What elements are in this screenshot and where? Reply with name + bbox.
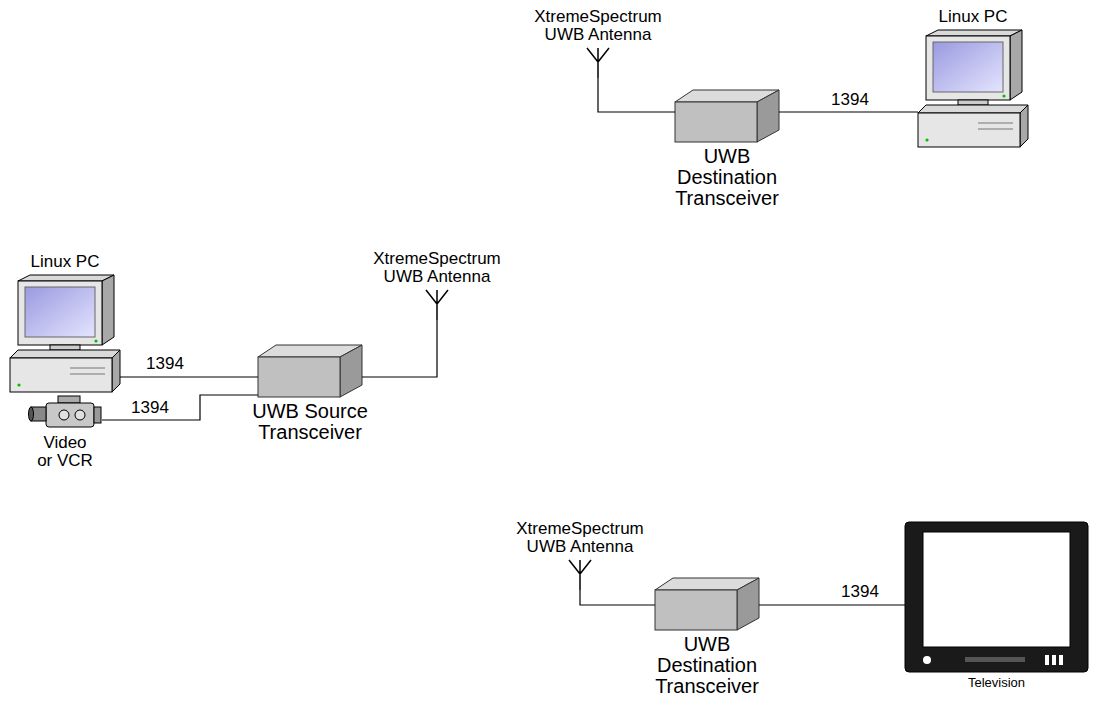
device-label: UWB Source Transceiver xyxy=(250,401,370,443)
transceiver: UWB Destination Transceiver xyxy=(655,578,759,630)
antenna: XtremeSpectrum UWB Antenna xyxy=(568,560,592,590)
television-icon xyxy=(905,522,1088,672)
device-label: UWB Destination Transceiver xyxy=(647,634,767,697)
device-label: XtremeSpectrum UWB Antenna xyxy=(528,8,668,44)
cable-line xyxy=(102,395,258,420)
device-label: XtremeSpectrum UWB Antenna xyxy=(367,250,507,286)
camcorder-icon xyxy=(29,396,102,427)
cable-line xyxy=(759,604,905,605)
cable-label: 1394 xyxy=(144,354,186,374)
pc-icon xyxy=(10,275,120,392)
pc-icon xyxy=(918,30,1028,147)
cable-line xyxy=(120,376,258,377)
device-label: Linux PC xyxy=(15,253,115,271)
cable-label: 1394 xyxy=(829,90,871,110)
cable-line xyxy=(598,78,675,112)
antenna: XtremeSpectrum UWB Antenna xyxy=(425,290,449,320)
cable-label: 1394 xyxy=(839,582,881,602)
cable-line xyxy=(580,590,655,605)
device-label: Video or VCR xyxy=(35,434,95,470)
computer: Linux PC xyxy=(918,30,1028,147)
device-label: XtremeSpectrum UWB Antenna xyxy=(510,520,650,556)
computer: Linux PC xyxy=(10,275,120,392)
transceiver-icon xyxy=(655,578,759,630)
antenna: XtremeSpectrum UWB Antenna xyxy=(586,48,610,78)
cable-line xyxy=(779,111,918,112)
transceiver-icon xyxy=(258,345,362,397)
antenna-icon xyxy=(426,290,448,320)
cable-line xyxy=(362,320,437,377)
video-source: Video or VCR xyxy=(28,395,102,430)
transceiver: UWB Source Transceiver xyxy=(258,345,362,397)
antenna-icon xyxy=(587,48,609,78)
device-label: Television xyxy=(905,676,1088,690)
television: Television xyxy=(905,522,1088,672)
device-label: Linux PC xyxy=(923,8,1023,26)
transceiver: UWB Destination Transceiver xyxy=(675,90,779,142)
transceiver-icon xyxy=(675,90,779,142)
cable-label: 1394 xyxy=(129,398,171,418)
antenna-icon xyxy=(569,560,591,590)
device-label: UWB Destination Transceiver xyxy=(667,146,787,209)
